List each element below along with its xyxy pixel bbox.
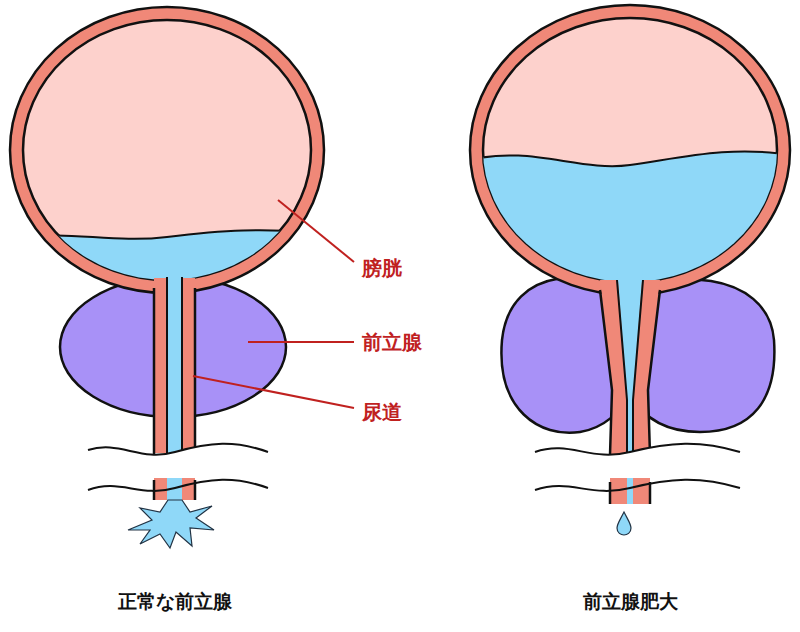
leader-line	[278, 200, 354, 262]
skin-line	[88, 444, 268, 455]
normal-figure	[10, 7, 324, 548]
figure-caption: 正常な前立腺	[118, 590, 232, 613]
figure-caption: 前立腺肥大	[583, 590, 678, 613]
skin-line	[535, 444, 740, 455]
urethra-channel	[167, 262, 182, 454]
leader-line	[248, 341, 354, 343]
part-label: 膀胱	[362, 256, 402, 280]
part-label: 前立腺	[362, 330, 422, 354]
skin-line	[88, 480, 268, 491]
urethra-channel	[617, 268, 643, 455]
enlarged-figure	[470, 5, 790, 535]
skin-line	[535, 480, 740, 491]
part-label: 尿道	[362, 400, 402, 424]
leader-line	[193, 376, 354, 408]
urine-stream	[128, 500, 214, 548]
urine-drop	[617, 512, 631, 535]
